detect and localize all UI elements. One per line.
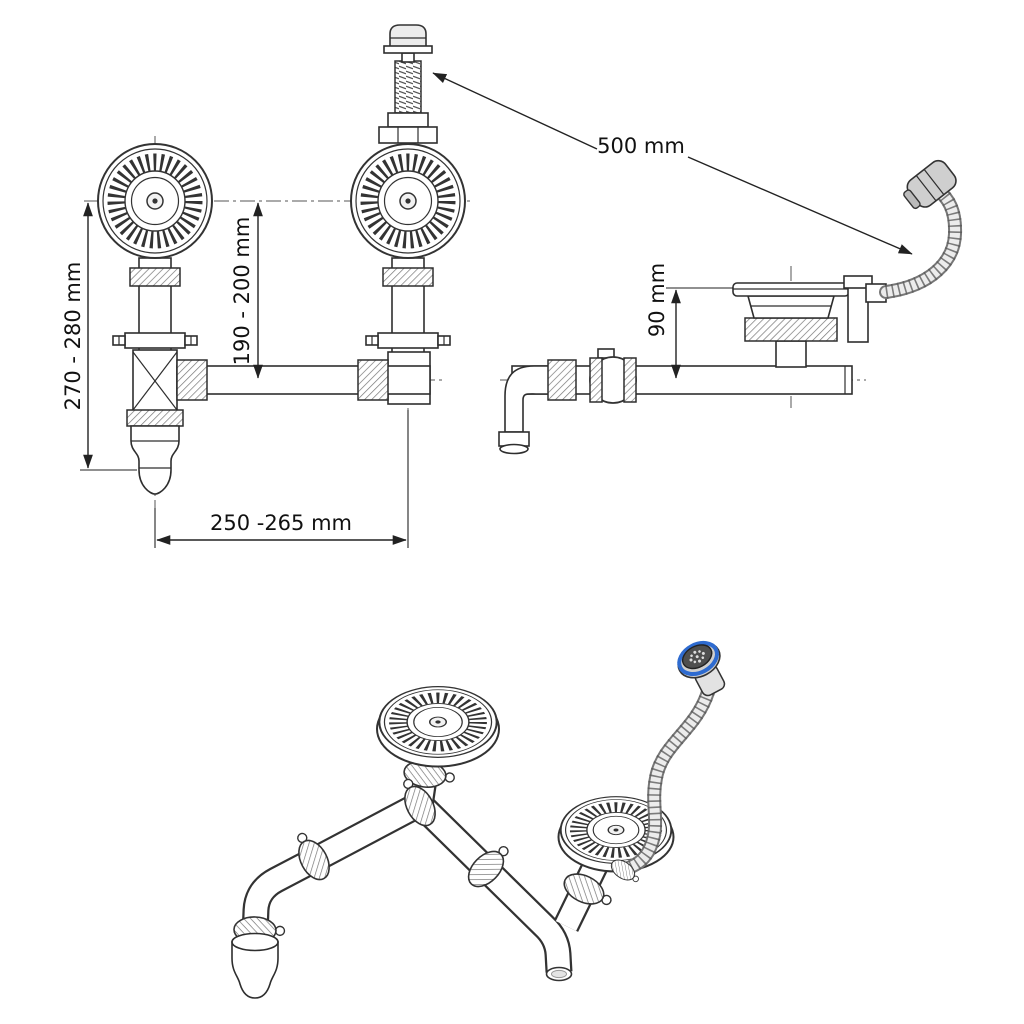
screw-cap: [389, 24, 427, 49]
side-view: 90 mm 500 mm: [432, 72, 963, 455]
overflow-assembly: [843, 159, 963, 343]
left-locknut: [129, 267, 181, 287]
trap-cup: [130, 425, 180, 495]
screw-base-plate: [378, 126, 438, 144]
left-bracket: [124, 332, 186, 349]
right-locknut: [382, 267, 434, 287]
dim-label-190-200: 190 - 200 mm: [230, 217, 254, 366]
waste-pipe: [176, 359, 431, 401]
dim-label-500: 500 mm: [597, 134, 685, 158]
outlet-opening: [499, 443, 529, 455]
dim-label-90: 90 mm: [645, 263, 669, 337]
side-pipe-clamp: [589, 348, 637, 404]
screw-threaded-rod: [394, 60, 422, 114]
screw-cap-brim: [383, 45, 433, 54]
tee-union-nut: [176, 359, 208, 401]
strainer-persp-left: [377, 687, 499, 768]
sprayer-head-persp: [677, 640, 726, 697]
dimension-90: 90 mm: [645, 263, 733, 379]
sprayer-head-side: [903, 159, 957, 210]
dimension-500: 500 mm: [432, 72, 913, 255]
side-tailpipe: [775, 340, 807, 368]
screw-neck: [401, 52, 415, 63]
overflow-screw: [378, 24, 438, 144]
sprayer-blue-ring: [677, 640, 719, 676]
right-bracket: [377, 332, 439, 349]
persp-trap-cup: [231, 932, 279, 999]
trap-nut: [126, 409, 184, 427]
perspective-view: [231, 640, 726, 999]
front-view: 270 - 280 mm 190 - 200 mm 250 -265 mm: [61, 24, 472, 548]
waste-pipe-tube: [176, 365, 431, 395]
strainer-front-left: [98, 144, 212, 258]
dimension-270-280: 270 - 280 mm: [61, 202, 137, 471]
overflow-cap: [843, 275, 873, 289]
persp-overflow-hose: [607, 685, 715, 888]
side-basket: [746, 295, 836, 319]
sprayer-nozzle-dots: [689, 650, 705, 664]
overflow-bracket: [847, 281, 869, 343]
side-locknut: [744, 317, 838, 342]
dim-label-250-265: 250 -265 mm: [210, 511, 352, 535]
dimension-190-200: 190 - 200 mm: [230, 202, 263, 379]
screw-bracket: [387, 112, 429, 128]
elbow-union-nut: [357, 359, 389, 401]
side-drain-body: [732, 282, 850, 368]
strainer-front-right: [351, 144, 465, 258]
dimension-250-265: 250 -265 mm: [154, 410, 409, 548]
side-elbow-outlet: [498, 359, 577, 455]
dim-label-270-280: 270 - 280 mm: [61, 262, 85, 411]
right-drain-assembly: [365, 257, 451, 405]
left-drain-assembly: [112, 257, 198, 495]
side-union-nut: [547, 359, 577, 401]
